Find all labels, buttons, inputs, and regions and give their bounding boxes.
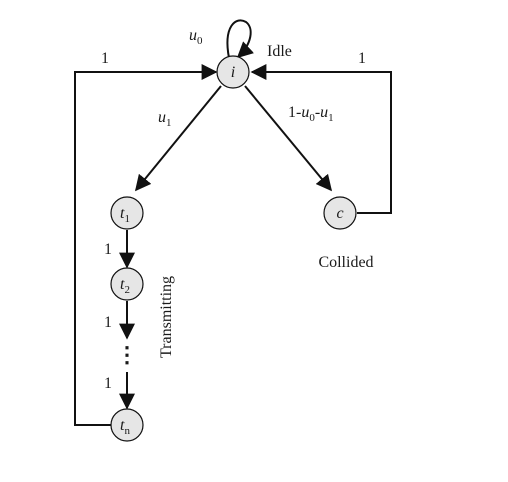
label-c-to-i: 1 [358, 50, 366, 67]
label-collided: Collided [318, 254, 373, 271]
label-transmitting: Transmitting [158, 276, 175, 358]
edge-tn-to-i [74, 64, 218, 426]
label-self-loop: u0 [189, 27, 203, 47]
label-t2-to-dots: 1 [104, 314, 112, 331]
ellipsis: ⋮ [116, 342, 138, 367]
label-tn-to-i: 1 [101, 50, 109, 67]
edge-i-to-t1 [134, 85, 222, 192]
label-dots-to-tn: 1 [104, 375, 112, 392]
node-c: c [323, 196, 357, 230]
node-c-label: c [336, 205, 343, 222]
node-tn-label: tn [120, 417, 130, 437]
node-t1-label: t1 [120, 205, 130, 225]
node-t2-label: t2 [120, 276, 130, 296]
node-t1: t1 [110, 196, 144, 230]
label-t1-to-t2: 1 [104, 241, 112, 258]
self-loop-edge [226, 19, 254, 59]
node-t2: t2 [110, 267, 144, 301]
edge-c-to-i [250, 64, 392, 214]
label-i-to-c: 1-u0-u1 [288, 104, 334, 124]
node-tn: tn [110, 408, 144, 442]
node-i-label: i [231, 64, 235, 81]
label-i-to-t1: u1 [158, 109, 172, 129]
edge-i-to-c [244, 85, 333, 192]
label-idle: Idle [267, 43, 292, 60]
node-i: i [216, 55, 250, 89]
